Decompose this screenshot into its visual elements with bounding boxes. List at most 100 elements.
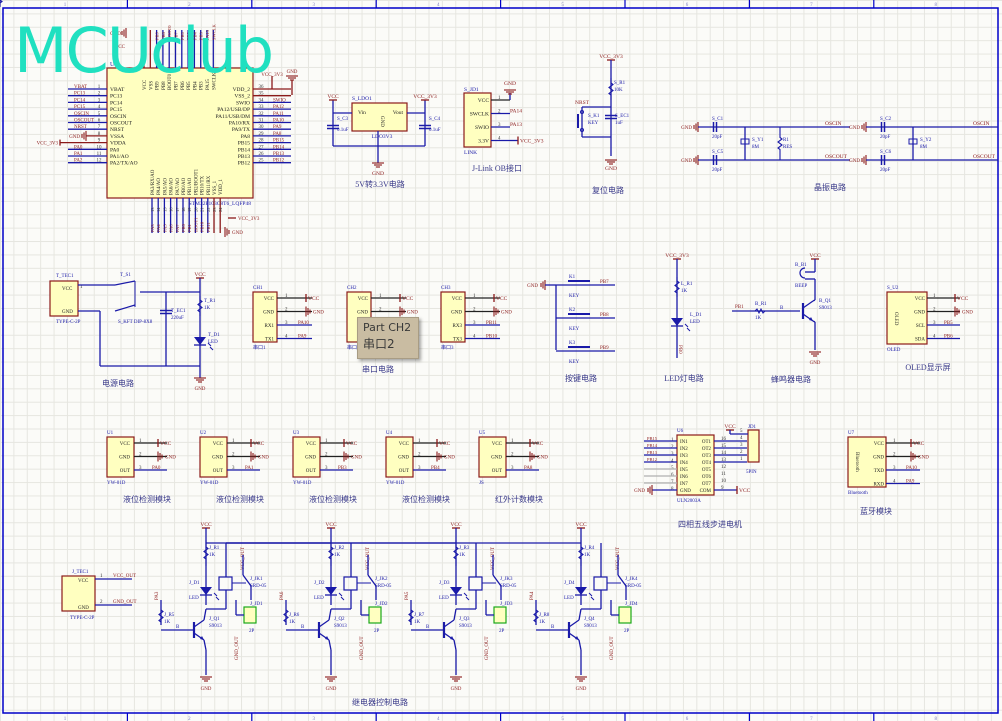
key-value: KEY	[569, 294, 580, 299]
relay-base-resistor	[408, 609, 414, 623]
key-net-label: PB9	[600, 346, 609, 351]
mcu-pin-number: 32	[259, 112, 265, 117]
bluetooth-pin-number: 1	[893, 439, 896, 444]
mcu-net-label: PA10	[273, 119, 284, 124]
power-gnd-label: GND	[195, 387, 206, 392]
relay-base-resistor	[158, 609, 164, 623]
oled-gnd	[954, 306, 960, 317]
mcu-net-label: PB10	[200, 221, 205, 232]
bluetooth-body	[847, 436, 887, 488]
relay-led	[575, 587, 587, 595]
mcu-gnd-top-left	[121, 28, 127, 38]
buzzer-b-label: B	[780, 306, 784, 311]
mcu-pin-name: PA7/AO	[176, 178, 181, 195]
ldo-gnd-label: GND	[372, 171, 384, 177]
uart-pin-number: 4	[473, 335, 476, 340]
relay-vcc-label: VCC	[200, 522, 212, 528]
mcu-pin-name: PA8	[241, 134, 251, 140]
mcu-pin-name: PB5	[187, 81, 192, 90]
reset-r-value: 10K	[614, 88, 623, 93]
buzzer-resistor	[754, 307, 766, 315]
relay-d-ref: J_D4	[564, 581, 575, 586]
mcu-gnd-tl: GND	[110, 32, 121, 37]
relay-in-net: PA5	[405, 591, 410, 600]
buzzer-title: 蜂鸣器电路	[771, 374, 811, 384]
crystal-right-cap-ref: S_C2	[880, 117, 892, 122]
relay-vcc-label: VCC	[325, 522, 337, 528]
relay-b-label: B	[426, 625, 430, 630]
stepper-conn-ref: JD1	[748, 425, 757, 430]
relay-conn-pin2: GND	[78, 606, 89, 611]
sensor-pin-name: GND	[212, 456, 223, 461]
relay-jd-part: 2P	[624, 629, 630, 634]
relay-base-resistor	[283, 609, 289, 623]
mcu-pin-name: PA11/USB/DM	[216, 114, 251, 120]
relay-r-ref: J_R2	[334, 546, 345, 551]
sensor-vcc: VCC	[439, 441, 451, 447]
oled-title: OLED显示屏	[905, 363, 950, 372]
relay-k-ref: J_JK4	[625, 577, 638, 582]
relay-k-value: SRD-05	[250, 584, 267, 589]
relay-jd-ref: J_JD4	[625, 602, 638, 607]
relay-c-wire	[203, 608, 207, 621]
mcu-gnd-bottom-label: GND	[232, 231, 243, 236]
crystal-left-cap-ref: S_C1	[712, 117, 724, 122]
buzzer-c	[812, 299, 816, 302]
power-pin-gnd: GND	[62, 310, 73, 315]
oled-pin-number: 4	[933, 335, 936, 340]
crystal-left-net-label: OSCOUT	[825, 154, 848, 160]
sensor-part: JS	[479, 481, 484, 486]
stepper-in-name: IN5	[680, 468, 688, 473]
relay-transistor	[325, 636, 329, 640]
mcu-pin-name: PA12/USB/DP	[217, 107, 250, 113]
crystal-left-gnd-label: GND	[681, 159, 692, 164]
mcu-net-label: PC13	[74, 92, 86, 97]
relay-d-ref: J_D1	[189, 581, 200, 586]
stepper-in-name: IN1	[680, 440, 688, 445]
power-resistor	[197, 296, 203, 316]
sensor-ref: U4	[386, 431, 393, 436]
uart-pin-name: RX3	[453, 324, 463, 329]
crystal-right-cap-ref: S_C6	[880, 150, 892, 155]
reset-vcc-label: VCC_3V3	[599, 54, 623, 60]
mcu-pin-number: 15	[162, 207, 167, 212]
ldo-cin-value: 0.1uF	[337, 128, 349, 133]
uart-vcc: VCC	[402, 296, 414, 302]
frame-column-label: 1	[64, 717, 67, 721]
relay-rb-value: 1K	[414, 620, 421, 625]
mcu-net-label: BOOT1	[193, 218, 198, 233]
frame-column-label: 1	[64, 3, 67, 8]
ldo-vin-pin: Vin	[358, 110, 366, 116]
sensor-pin-number: 2	[511, 453, 514, 458]
sensor-body	[199, 436, 228, 478]
mcu-pin-number: 21	[200, 208, 205, 213]
mcu-net-label: PB6	[180, 31, 185, 40]
relay-q-value: S9013	[209, 624, 222, 629]
mcu-net-label: PA2	[74, 159, 83, 164]
bluetooth-title: 蓝牙模块	[860, 506, 892, 516]
relay-d-ref: J_D2	[314, 581, 325, 586]
sensor-vcc: VCC	[253, 441, 265, 447]
led-resistor	[674, 277, 680, 297]
stepper-gnd	[647, 485, 653, 495]
relay-coil	[218, 576, 233, 591]
sensor-pin-name: VCC	[213, 442, 224, 447]
ldo-vcc-label: VCC	[327, 94, 339, 100]
power-pin-number: 1	[80, 285, 83, 290]
uart-pin-number: 2	[285, 308, 288, 313]
sensor-title: 液位检测模块	[402, 494, 450, 504]
sensor-out-net: PA0	[152, 466, 161, 471]
mcu-gnd-bottom	[224, 227, 230, 237]
stepper-out-number: 12	[721, 465, 727, 470]
stepper-out-number: 11	[721, 472, 726, 477]
sensor-pin-number: 3	[139, 466, 142, 471]
crystal-right-net-label: OSCOUT	[973, 154, 996, 160]
frame-column-label: 5	[561, 3, 564, 8]
keys-title: 按键电路	[565, 373, 597, 383]
mcu-net-label: OSCIN	[74, 112, 89, 117]
relay-jd-part: 2P	[499, 629, 505, 634]
sensor-gnd-label: GND	[165, 456, 176, 461]
key-net-label: PB8	[600, 313, 609, 318]
mcu-pin-name: VDDA	[110, 141, 126, 147]
